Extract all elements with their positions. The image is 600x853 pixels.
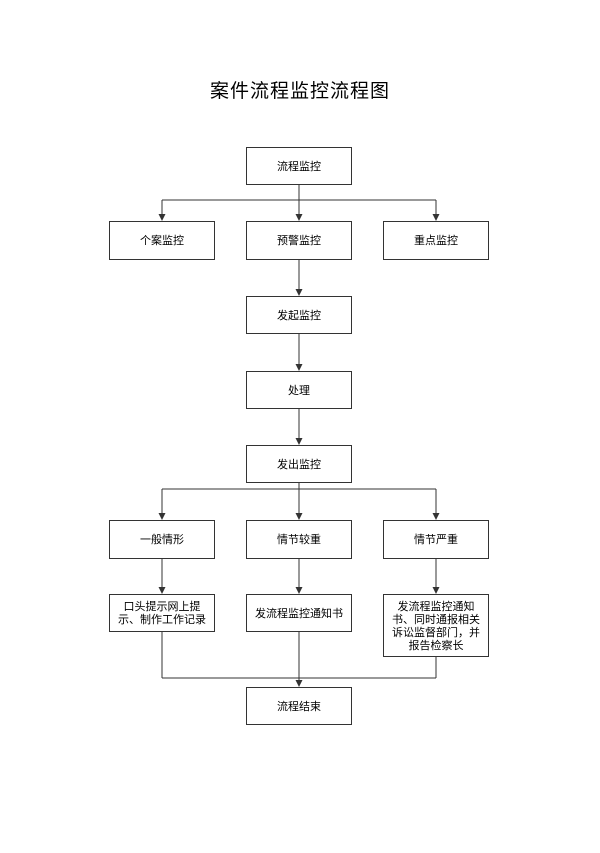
node-initiate-monitor: 发起监控 (246, 296, 352, 334)
node-issue-notice-report: 发流程监控通知书、同时通报相关诉讼监督部门，并报告检察长 (383, 594, 489, 657)
diagram-title: 案件流程监控流程图 (209, 80, 390, 102)
node-alert-monitor: 预警监控 (246, 221, 352, 260)
node-case-monitor: 个案监控 (109, 221, 215, 260)
node-general-case: 一般情形 (109, 520, 215, 559)
node-severe-case: 情节严重 (383, 520, 489, 559)
node-verbal-online-prompt: 口头提示网上提示、制作工作记录 (109, 594, 215, 632)
node-serious-case: 情节较重 (246, 520, 352, 559)
node-flow-monitor: 流程监控 (246, 147, 352, 185)
node-issue-notice: 发流程监控通知书 (246, 594, 352, 632)
node-flow-end: 流程结束 (246, 687, 352, 725)
node-key-monitor: 重点监控 (383, 221, 489, 260)
node-handle: 处理 (246, 371, 352, 409)
node-issue-monitor: 发出监控 (246, 445, 352, 483)
